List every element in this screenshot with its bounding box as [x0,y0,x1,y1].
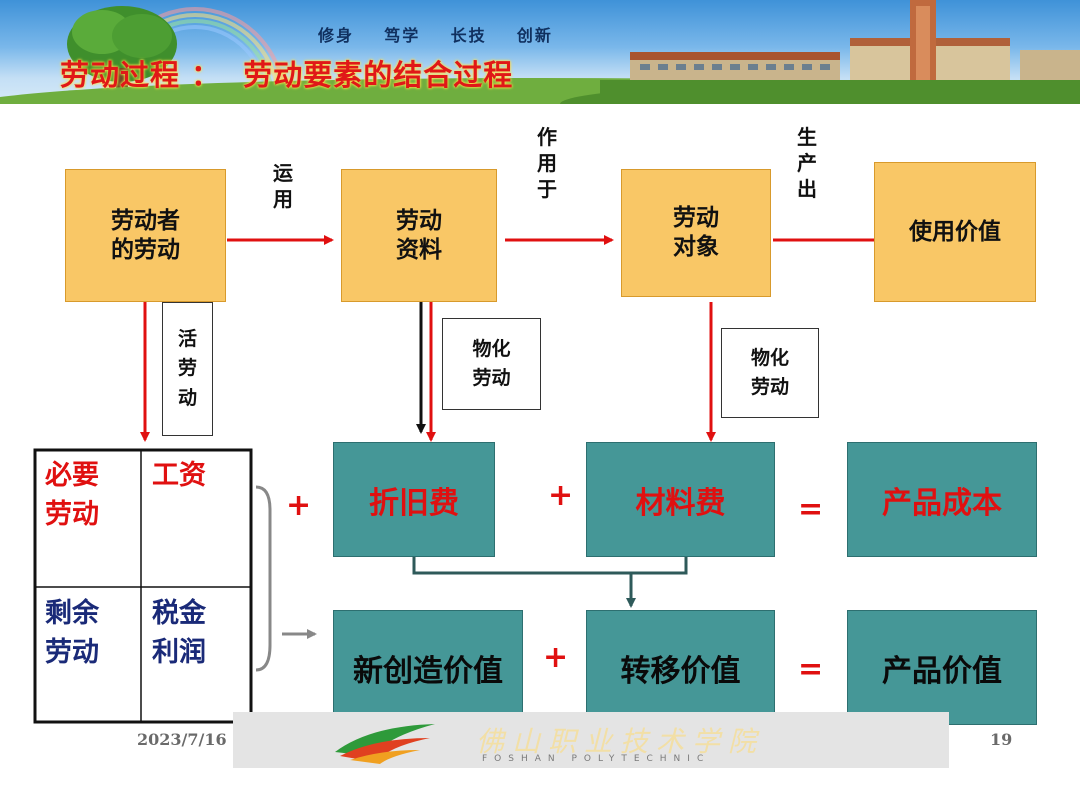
page-number: 19 [990,730,1013,749]
means-of-labor-box: 劳动 资料 [341,169,497,302]
wages-cell: 工资 [152,460,206,491]
grouping-brace [255,485,272,672]
use-value-box: 使用价值 [874,162,1036,302]
banner-slogan: 修身 笃学 长技 创新 [318,26,553,45]
transferred-value-box: 转移价值 [586,610,775,725]
object-of-labor-box: 劳动 对象 [621,169,771,297]
materialized-labor-label-1: 物化 劳动 [442,318,541,410]
footer-band [233,712,949,768]
label-act-on: 作 用 于 [537,125,557,201]
depreciation-box: 折旧费 [333,442,495,557]
tax-profit-cell: 税金 利润 [152,598,206,669]
materialized-labor-label-2: 物化 劳动 [721,328,819,418]
surplus-labor-cell: 剩余 劳动 [45,598,99,669]
new-value-box: 新创造价值 [333,610,523,725]
plus-sign-2: + [548,478,574,513]
header-banner: 修身 笃学 长技 创新 劳动过程 ： 劳动要素的结合过程 [0,0,1080,104]
label-apply: 运 用 [273,161,293,211]
plus-sign-3: + [543,640,569,675]
product-cost-box: 产品成本 [847,442,1037,557]
merge-connector [412,557,688,575]
plus-sign-1: + [286,488,312,523]
labor-box: 劳动者 的劳动 [65,169,226,302]
living-labor-label: 活 劳 动 [162,302,213,436]
product-value-box: 产品价值 [847,610,1037,725]
label-produce: 生 产 出 [797,125,817,201]
footer-school-name: 佛山职业技术学院 [476,725,765,758]
campus-building-decoration [600,0,1080,104]
school-logo-icon [335,724,435,764]
footer-date: 2023/7/16 [137,730,227,749]
equals-sign-1: = [798,492,824,527]
equals-sign-2: = [798,652,824,687]
footer-school-name-en: FOSHAN POLYTECHNIC [482,754,711,764]
necessary-labor-cell: 必要 劳动 [45,460,99,531]
material-cost-box: 材料费 [586,442,775,557]
slide-title: 劳动过程 ： 劳动要素的结合过程 [60,58,514,92]
left-table-border [33,448,253,724]
